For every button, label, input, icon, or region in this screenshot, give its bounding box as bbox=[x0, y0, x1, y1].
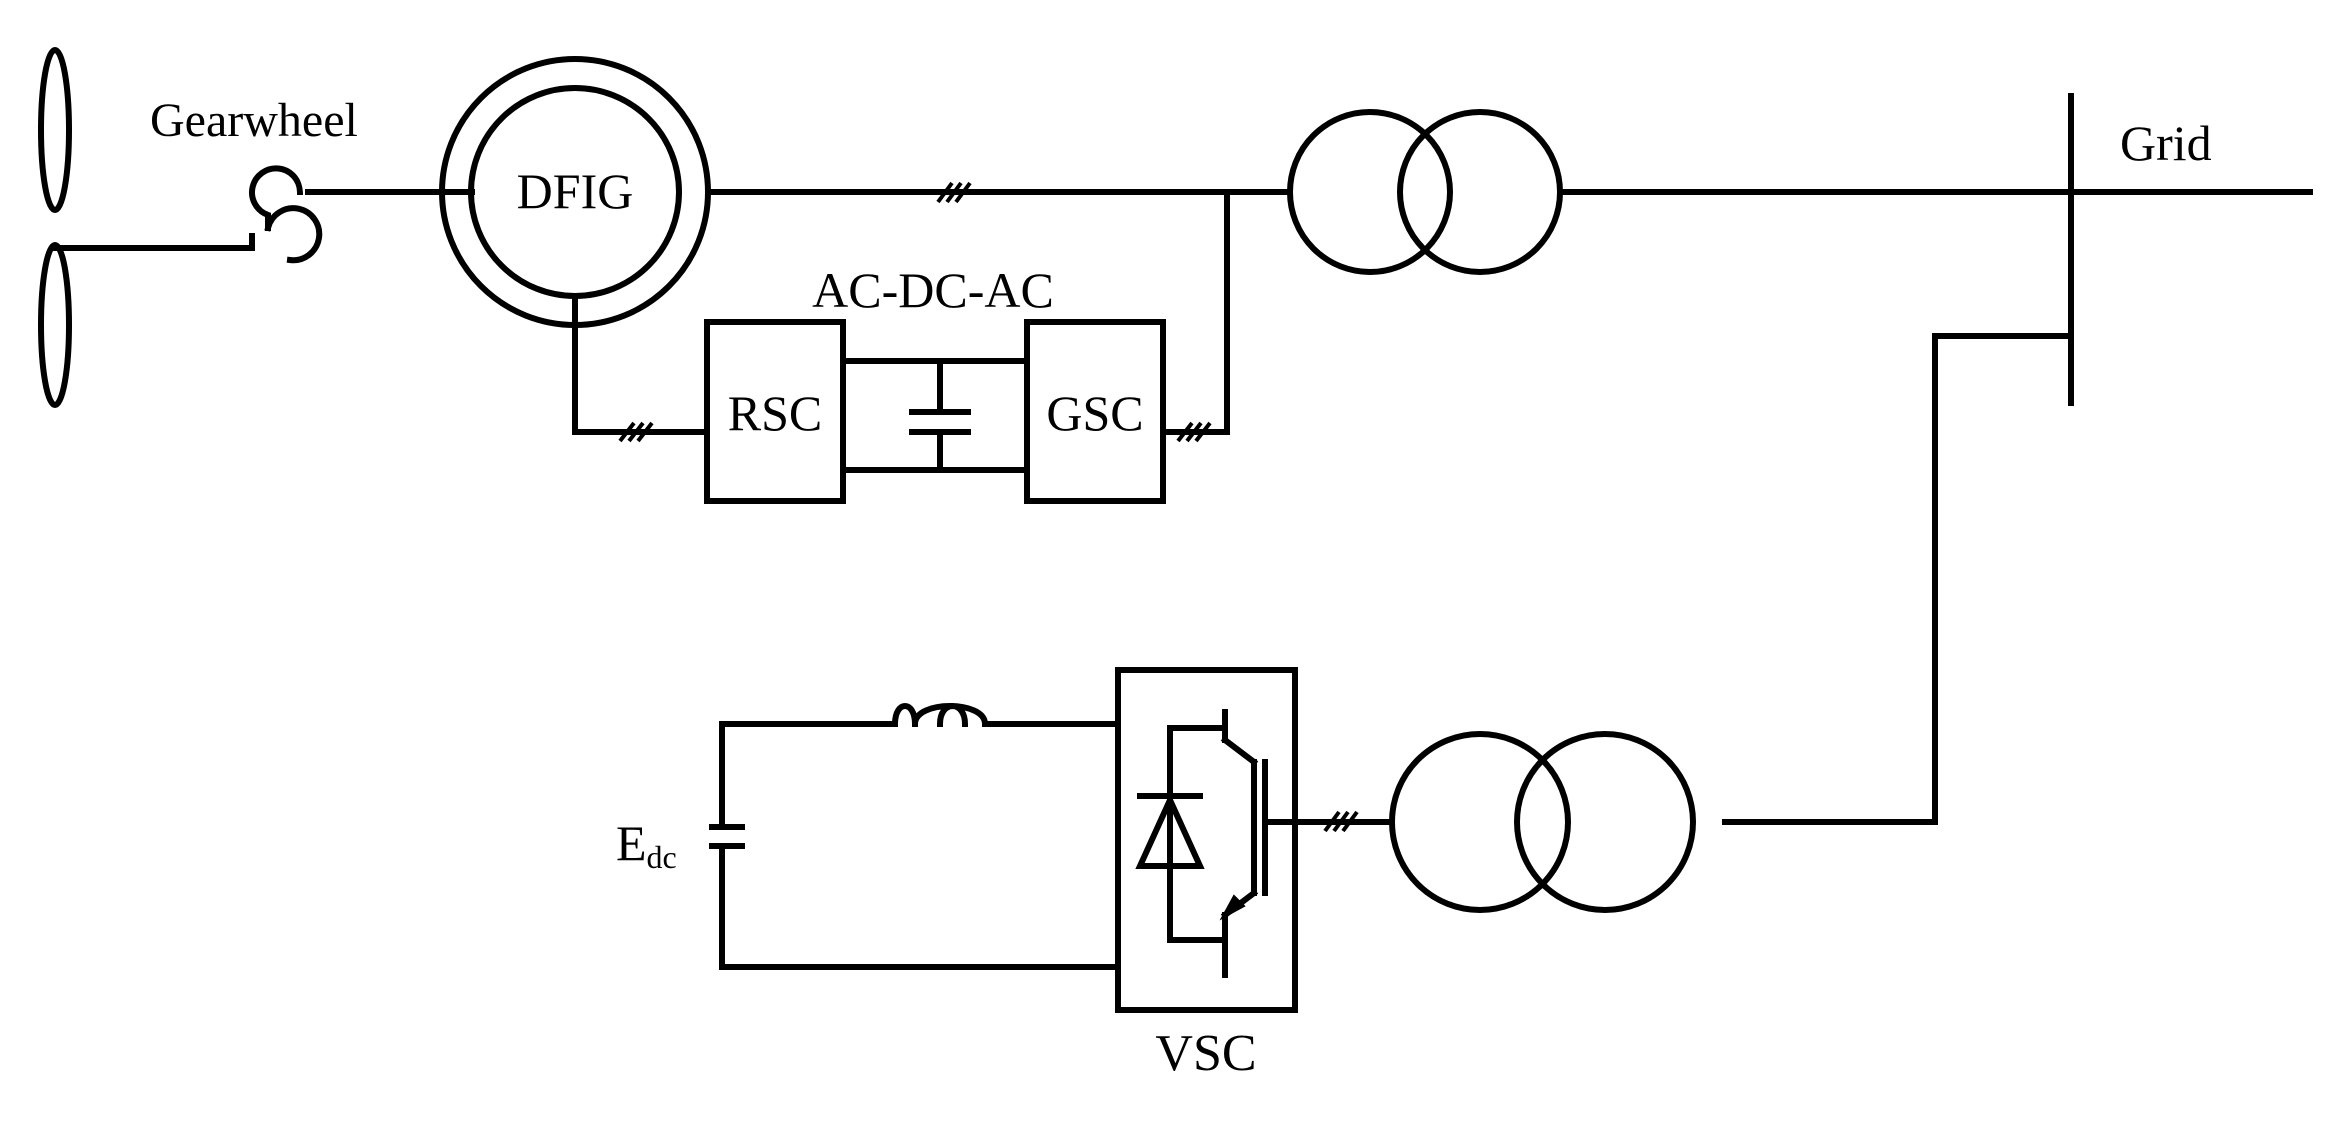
antiparallel-diode bbox=[1135, 792, 1205, 869]
vsc-label: VSC bbox=[1155, 1025, 1256, 1082]
gsc-box bbox=[1024, 319, 1166, 504]
igbt-switch bbox=[1167, 709, 1298, 978]
grid-label: Grid bbox=[2120, 115, 2212, 171]
dc-circuit-left bbox=[719, 721, 898, 830]
transformer-bottom bbox=[1389, 731, 1696, 913]
rsc-box bbox=[704, 319, 846, 504]
three-phase-mark bbox=[618, 421, 654, 443]
edc-main: E bbox=[616, 815, 647, 871]
converter-label: AC-DC-AC bbox=[812, 262, 1054, 318]
rsc-label: RSC bbox=[728, 385, 823, 441]
dfig-label: DFIG bbox=[517, 163, 634, 219]
low-speed-shaft bbox=[52, 233, 255, 251]
gsc-line bbox=[1160, 189, 1230, 435]
gearwheel-label: Gearwheel bbox=[150, 94, 358, 147]
rotor-line bbox=[572, 293, 710, 435]
edc-subscript: dc bbox=[647, 839, 677, 875]
transformer-top bbox=[1287, 109, 1563, 275]
dc-circuit-bottom bbox=[719, 843, 1121, 970]
dc-link-capacitor bbox=[909, 409, 971, 435]
three-phase-mark bbox=[1323, 810, 1359, 833]
three-phase-mark bbox=[1176, 421, 1212, 443]
vsc-box bbox=[1115, 667, 1298, 1013]
dc-link bbox=[840, 358, 1030, 473]
turbine-blades bbox=[38, 47, 72, 408]
inductor bbox=[891, 703, 989, 728]
three-phase-mark bbox=[936, 181, 972, 204]
grid-to-transformer-bottom bbox=[1722, 333, 2074, 825]
dc-source-capacitor bbox=[709, 824, 745, 849]
gsc-label: GSC bbox=[1046, 385, 1143, 441]
gearwheel-symbol bbox=[249, 165, 323, 264]
edc-label: Edc bbox=[616, 815, 677, 875]
